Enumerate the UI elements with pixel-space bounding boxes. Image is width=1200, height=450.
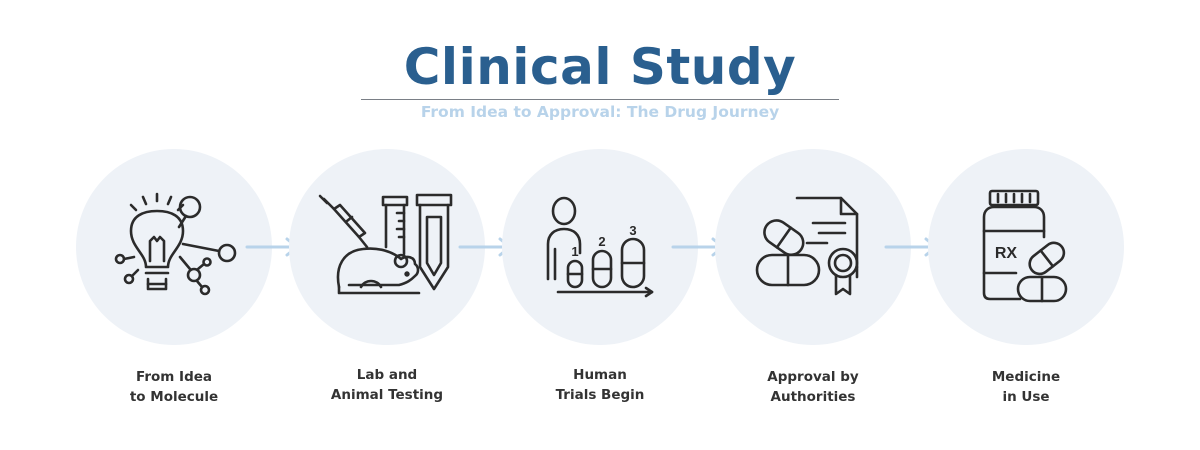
step-circle-approval	[715, 149, 911, 345]
rx-label: RX	[995, 245, 1018, 262]
step-label-line: Lab and	[356, 367, 418, 383]
step-label-medicine: Medicine in Use	[926, 367, 1126, 407]
lightbulb-molecule-icon	[114, 192, 237, 296]
step-circle-trials: 1 2 3	[502, 149, 698, 345]
step-circle-idea	[76, 149, 272, 345]
title-divider	[361, 99, 839, 100]
step-label-approval: Approval by Authorities	[713, 367, 913, 407]
step-label-line: in Use	[1002, 389, 1050, 405]
step-circle-medicine: RX	[928, 149, 1124, 345]
step-label-line: Authorities	[770, 389, 856, 405]
step-label-idea: From Idea to Molecule	[74, 367, 274, 407]
lab-mouse-syringe-icon	[318, 193, 453, 295]
step-label-line: From Idea	[135, 369, 212, 385]
step-label-line: Animal Testing	[330, 387, 444, 403]
step-label-line: to Molecule	[129, 389, 219, 405]
step-label-trials: Human Trials Begin	[500, 365, 700, 405]
page-title: Clinical Study	[403, 38, 797, 96]
phase-number-2: 2	[598, 234, 605, 249]
step-circle-lab	[289, 149, 485, 345]
human-trials-capsules-icon: 1 2 3	[546, 196, 654, 298]
certificate-pills-icon	[755, 196, 859, 296]
phase-number-1: 1	[571, 244, 578, 259]
step-label-line: Trials Begin	[555, 387, 645, 403]
rx-bottle-pill-icon: RX	[982, 189, 1068, 303]
step-label-line: Approval by	[767, 369, 859, 385]
page-subtitle: From Idea to Approval: The Drug Journey	[420, 103, 780, 121]
step-label-line: Human	[573, 367, 627, 383]
phase-number-3: 3	[629, 223, 636, 238]
step-label-lab: Lab and Animal Testing	[287, 365, 487, 405]
step-label-line: Medicine	[991, 369, 1061, 385]
